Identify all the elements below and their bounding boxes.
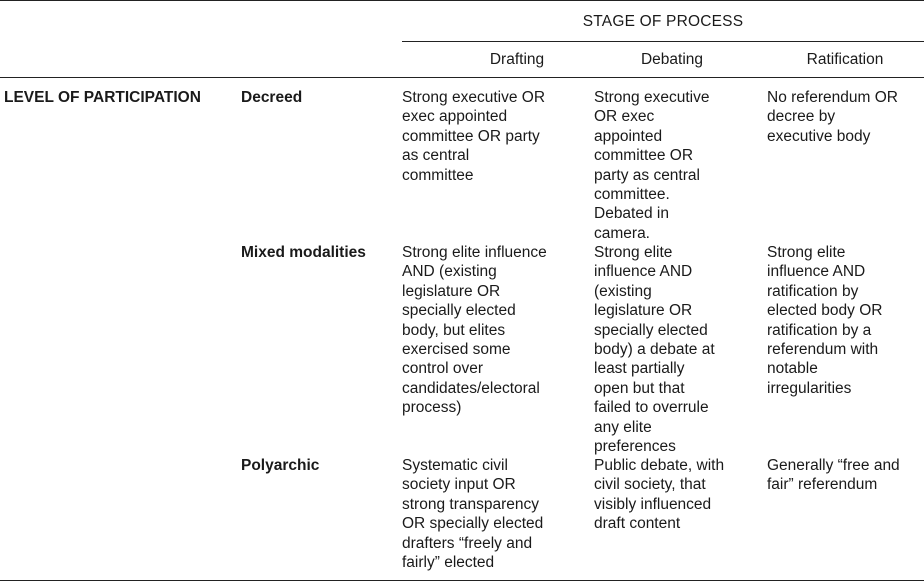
cell-line: influence AND	[594, 263, 693, 281]
cell-line: irregularities	[767, 379, 852, 397]
cell-line: fairly” elected	[402, 554, 495, 572]
level-of-participation-label: LEVEL OF PARTICIPATION	[4, 89, 201, 106]
cell-line: fair” referendum	[767, 476, 878, 494]
cell-line: referendum with	[767, 341, 879, 359]
cell-line: notable	[767, 360, 818, 378]
cell-line: Systematic civil	[402, 457, 508, 474]
cell-line: Generally “free and	[767, 457, 900, 474]
cell-line: body, but elites	[402, 321, 506, 339]
cell-line: elected body OR	[767, 302, 883, 320]
cell-line: Strong executive OR	[402, 89, 546, 106]
column-header-ratification: Ratification	[806, 51, 884, 68]
cell-line: Strong elite	[767, 244, 846, 261]
cell-decreed-debating: Strong executive OR exec appointed commi…	[594, 88, 709, 243]
cell-mixed-drafting: Strong elite influence AND (existing leg…	[402, 243, 547, 418]
cell-line: specially elected	[402, 302, 516, 320]
cell-line: committee OR party	[402, 127, 540, 145]
bottom-rule	[0, 580, 924, 581]
cell-line: (existing	[594, 282, 652, 300]
cell-line: AND (existing	[402, 263, 497, 281]
cell-line: ratification by	[767, 282, 859, 300]
cell-line: ratification by a	[767, 321, 872, 339]
cell-line: party as central	[594, 166, 700, 184]
cell-line: decree by	[767, 108, 836, 126]
cell-mixed-ratification: Strong elite influence AND ratification …	[767, 243, 882, 398]
cell-polyarchic-ratification: Generally “free and fair” referendum	[767, 456, 900, 495]
cell-polyarchic-debating: Public debate, with civil society, that …	[594, 456, 724, 534]
cell-line: exec appointed	[402, 108, 508, 126]
cell-mixed-debating: Strong elite influence AND (existing leg…	[594, 243, 715, 456]
cell-line: open but that	[594, 379, 685, 397]
cell-line: committee	[402, 166, 474, 184]
cell-line: executive body	[767, 127, 871, 145]
cell-line: OR exec	[594, 108, 655, 126]
cell-line: Strong executive	[594, 89, 710, 106]
cell-line: exercised some	[402, 341, 511, 359]
cell-polyarchic-drafting: Systematic civil society input OR strong…	[402, 456, 543, 572]
cell-line: camera.	[594, 224, 650, 242]
cell-line: process)	[402, 399, 462, 417]
cell-line: strong transparency	[402, 495, 539, 513]
cell-line: appointed	[594, 127, 663, 145]
cell-line: body) a debate at	[594, 341, 715, 359]
column-header-drafting: Drafting	[489, 51, 545, 68]
cell-line: draft content	[594, 515, 681, 533]
stage-of-process-header: STAGE OF PROCESS	[582, 13, 744, 30]
cell-line: visibly influenced	[594, 495, 712, 513]
cell-line: legislature OR	[594, 302, 693, 320]
cell-line: civil society, that	[594, 476, 706, 494]
cell-line: Debated in	[594, 205, 669, 223]
cell-decreed-drafting: Strong executive OR exec appointed commi…	[402, 88, 545, 185]
cell-line: failed to overrule	[594, 399, 709, 417]
cell-line: drafters “freely and	[402, 534, 533, 552]
cell-line: preferences	[594, 438, 676, 456]
stage-underline	[402, 41, 924, 42]
cell-line: society input OR	[402, 476, 516, 494]
cell-line: No referendum OR	[767, 89, 898, 106]
cell-line: any elite	[594, 418, 652, 436]
cell-line: Strong elite	[594, 244, 673, 261]
top-rule	[0, 0, 924, 1]
cell-decreed-ratification: No referendum OR decree by executive bod…	[767, 88, 898, 146]
cell-line: least partially	[594, 360, 685, 378]
row-label-polyarchic: Polyarchic	[241, 457, 320, 474]
cell-line: OR specially elected	[402, 515, 544, 533]
column-header-debating: Debating	[640, 51, 704, 68]
cell-line: control over	[402, 360, 483, 378]
row-label-mixed-modalities: Mixed modalities	[241, 244, 366, 261]
cell-line: candidates/electoral	[402, 379, 540, 397]
cell-line: legislature OR	[402, 282, 501, 300]
cell-line: specially elected	[594, 321, 708, 339]
cell-line: Public debate, with	[594, 457, 725, 474]
cell-line: committee.	[594, 186, 670, 204]
cell-line: committee OR	[594, 147, 694, 165]
cell-line: Strong elite influence	[402, 244, 547, 261]
cell-line: as central	[402, 147, 470, 165]
row-label-decreed: Decreed	[241, 89, 303, 106]
cell-line: influence AND	[767, 263, 866, 281]
header-rule	[0, 77, 924, 78]
